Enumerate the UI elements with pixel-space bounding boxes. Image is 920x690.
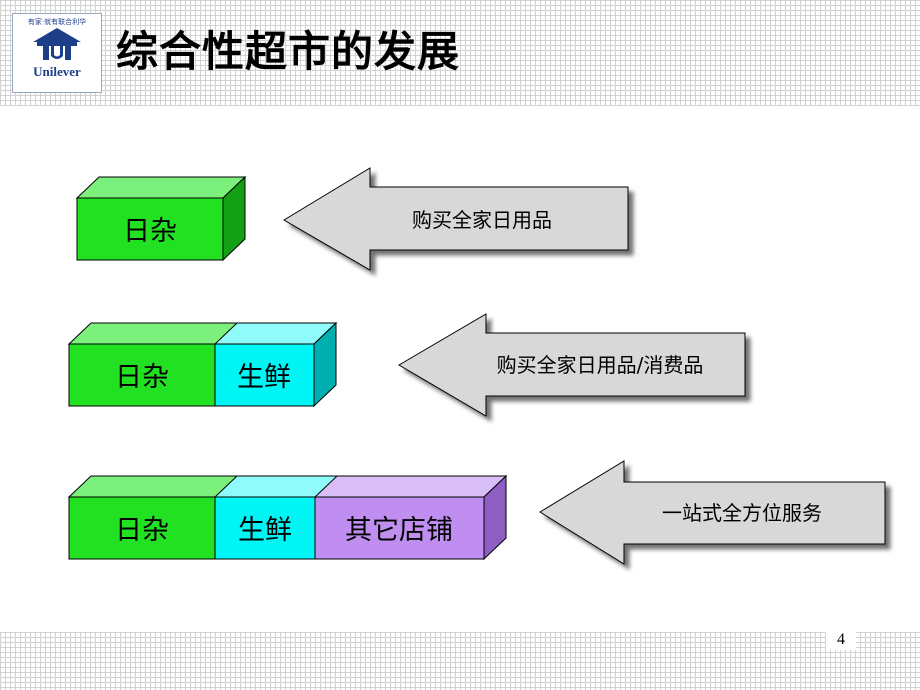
header-band: 有家·就有联合利华 Unilever 综合性超市的发展 xyxy=(0,0,920,106)
arrow-text: 一站式全方位服务 xyxy=(662,501,822,525)
block-rizha-1: 日杂 xyxy=(75,175,247,262)
block-label: 日杂 xyxy=(115,515,169,546)
arrow-text: 购买全家日用品 xyxy=(412,208,552,232)
row-2-arrow: 购买全家日用品/消费品 xyxy=(398,313,746,417)
block-rizha-3: 日杂 xyxy=(68,496,216,560)
page-number: 4 xyxy=(826,630,856,650)
row-2-blocks: 日杂 生鲜 xyxy=(67,321,338,408)
footer-band xyxy=(0,632,920,690)
unilever-house-icon xyxy=(33,28,81,60)
block-label: 生鲜 xyxy=(238,515,292,546)
unilever-logo: 有家·就有联合利华 Unilever xyxy=(12,13,102,93)
row-3-blocks: 日杂 生鲜 其它店铺 xyxy=(67,474,508,561)
slide-title: 综合性超市的发展 xyxy=(116,27,461,76)
block-label: 生鲜 xyxy=(237,362,291,393)
logo-brand: Unilever xyxy=(33,64,81,79)
block-other-stores-3: 其它店铺 xyxy=(314,496,485,560)
block-label: 日杂 xyxy=(123,216,177,247)
row-1-arrow: 购买全家日用品 xyxy=(283,167,629,271)
block-shengxian-3: 生鲜 xyxy=(214,496,316,560)
block-label: 日杂 xyxy=(115,362,169,393)
logo-motto: 有家·就有联合利华 xyxy=(27,18,87,26)
row-3-arrow: 一站式全方位服务 xyxy=(539,460,886,565)
arrow-text: 购买全家日用品/消费品 xyxy=(497,353,704,377)
block-shengxian-2: 生鲜 xyxy=(214,343,315,407)
block-rizha-2: 日杂 xyxy=(68,343,216,407)
row-1-blocks: 日杂 xyxy=(75,175,247,262)
block-label: 其它店铺 xyxy=(345,515,453,546)
